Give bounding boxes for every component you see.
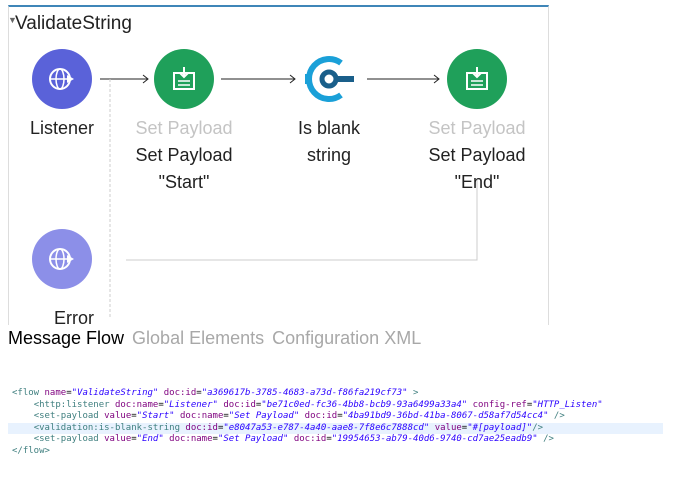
flow-title: ValidateString [15, 13, 132, 34]
xml-line[interactable]: <set-payload value="End" doc:name="Set P… [33, 434, 554, 444]
listener-node[interactable] [32, 49, 92, 109]
node-sub: string [306, 145, 351, 165]
validation-icon [305, 56, 354, 102]
error-label: Error [54, 308, 94, 325]
node-type: Set Payload [135, 118, 233, 138]
globe-icon [49, 68, 74, 90]
tab-configuration-xml[interactable]: Configuration XML [272, 328, 422, 348]
flow-connectors [100, 74, 478, 317]
error-source-node[interactable] [32, 229, 92, 289]
tab-global-elements[interactable]: Global Elements [132, 328, 265, 348]
xml-line[interactable]: <validation:is-blank-string doc:id="e804… [8, 422, 663, 434]
set-payload-node[interactable] [447, 49, 507, 109]
collapse-triangle-icon[interactable]: ▼ [8, 15, 17, 25]
node-name: Set Payload [428, 145, 526, 165]
node-type: Set Payload [428, 118, 526, 138]
set-payload-node[interactable] [154, 49, 214, 109]
editor-tabs: Message Flow Global Elements Configuration… [8, 328, 429, 349]
node-label: Listener [9, 115, 132, 142]
xml-line[interactable]: <set-payload value="Start" doc:name="Set… [33, 411, 565, 421]
return-line [126, 178, 478, 261]
xml-line[interactable]: <http:listener doc:name="Listener" doc:i… [33, 399, 603, 410]
xml-line[interactable]: </flow> [12, 445, 50, 456]
node-sub: "End" [454, 172, 500, 192]
xml-editor[interactable]: <flow name="ValidateString" doc:id="a369… [8, 384, 663, 474]
node-name: Set Payload [135, 145, 233, 165]
node-name: Is blank [297, 118, 361, 138]
tab-message-flow[interactable]: Message Flow [8, 328, 125, 348]
node-name: Listener [29, 118, 95, 138]
node-sub: "Start" [158, 172, 210, 192]
set-payload-icon [466, 67, 488, 90]
is-blank-string-validator[interactable] [299, 49, 359, 109]
node-label: Is blank string [259, 115, 399, 169]
xml-line[interactable]: <flow name="ValidateString" doc:id="a369… [12, 388, 419, 398]
set-payload-icon [173, 67, 195, 90]
